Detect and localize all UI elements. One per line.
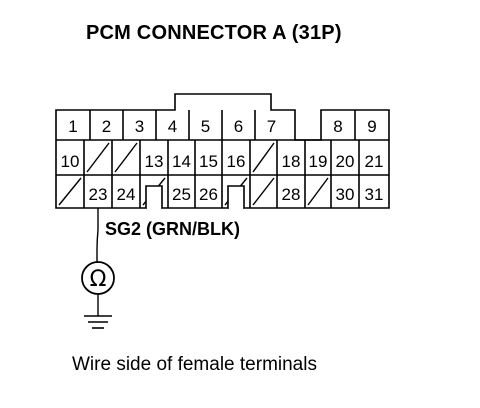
empty-cavity-slash — [86, 142, 110, 173]
terminal-16: 16 — [227, 152, 246, 171]
signal-wire-label: SG2 (GRN/BLK) — [105, 219, 240, 239]
terminal-2: 2 — [102, 117, 111, 136]
key-notch — [227, 185, 245, 208]
terminal-9: 9 — [367, 117, 376, 136]
terminal-7: 7 — [267, 117, 276, 136]
empty-cavity-slash — [252, 177, 275, 206]
terminal-13: 13 — [145, 152, 164, 171]
terminal-4: 4 — [168, 117, 177, 136]
terminal-18: 18 — [282, 152, 301, 171]
view-caption: Wire side of female terminals — [72, 354, 317, 375]
probe-leader: Ω — [81, 208, 115, 329]
probe-wire — [96, 229, 99, 262]
terminal-5: 5 — [201, 117, 210, 136]
terminal-25: 25 — [172, 185, 191, 204]
terminal-20: 20 — [336, 152, 355, 171]
empty-cavity-slash — [114, 142, 138, 173]
key-notch — [145, 185, 163, 208]
terminal-23: 23 — [89, 185, 108, 204]
terminal-28: 28 — [282, 185, 301, 204]
empty-cavity-slash — [307, 177, 329, 206]
terminal-8: 8 — [333, 117, 342, 136]
empty-cavity-slash — [252, 142, 275, 173]
terminal-31: 31 — [365, 185, 384, 204]
terminal-21: 21 — [365, 152, 384, 171]
terminal-15: 15 — [199, 152, 218, 171]
empty-cavity-slash — [58, 177, 82, 206]
diagram-title: PCM CONNECTOR A (31P) — [86, 22, 342, 44]
terminal-24: 24 — [117, 185, 136, 204]
terminal-3: 3 — [135, 117, 144, 136]
terminal-14: 14 — [172, 152, 191, 171]
terminal-6: 6 — [234, 117, 243, 136]
terminal-19: 19 — [309, 152, 328, 171]
terminal-30: 30 — [336, 185, 355, 204]
terminal-10: 10 — [61, 152, 80, 171]
ohm-symbol: Ω — [90, 267, 107, 292]
terminal-26: 26 — [199, 185, 218, 204]
terminal-1: 1 — [68, 117, 77, 136]
